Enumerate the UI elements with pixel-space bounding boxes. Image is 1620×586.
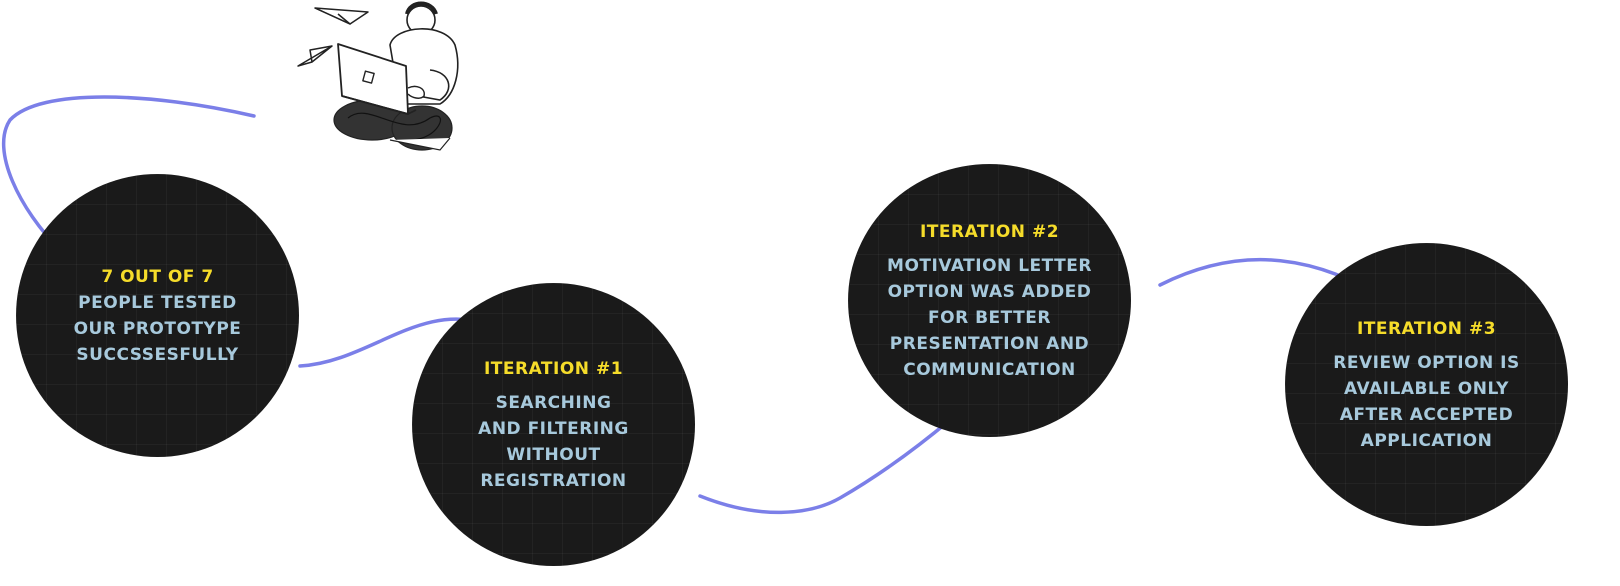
laptop-icon [337,43,417,115]
connector-path [1,95,1377,515]
step-circle-iteration-3: ITERATION #3 REVIEW OPTION IS AVAILABLE … [1285,243,1568,526]
step-description: REVIEW OPTION IS AVAILABLE ONLY AFTER AC… [1333,352,1520,451]
step-heading: 7 OUT OF 7 [101,266,214,287]
step-description: PEOPLE TESTED OUR PROTOTYPE SUCCSSESFULL… [73,292,242,365]
person-hand [407,85,425,99]
paper-plane-icon [297,45,333,67]
step-circle-iteration-2: ITERATION #2 MOTIVATION LETTER OPTION WA… [848,164,1131,437]
step-circle-result: 7 OUT OF 7 PEOPLE TESTED OUR PROTOTYPE S… [16,174,299,457]
step-heading: ITERATION #1 [483,358,624,379]
step-description: SEARCHING AND FILTERING WITHOUT REGISTRA… [478,392,629,491]
paper-plane-icon [314,7,369,25]
person-with-laptop-icon [297,1,459,151]
person-laptop-illustration [290,0,480,160]
step-heading: ITERATION #2 [919,221,1060,242]
step-circle-iteration-1: ITERATION #1 SEARCHING AND FILTERING WIT… [412,283,695,566]
step-description: MOTIVATION LETTER OPTION WAS ADDED FOR B… [887,255,1092,380]
step-heading: ITERATION #3 [1356,318,1497,339]
